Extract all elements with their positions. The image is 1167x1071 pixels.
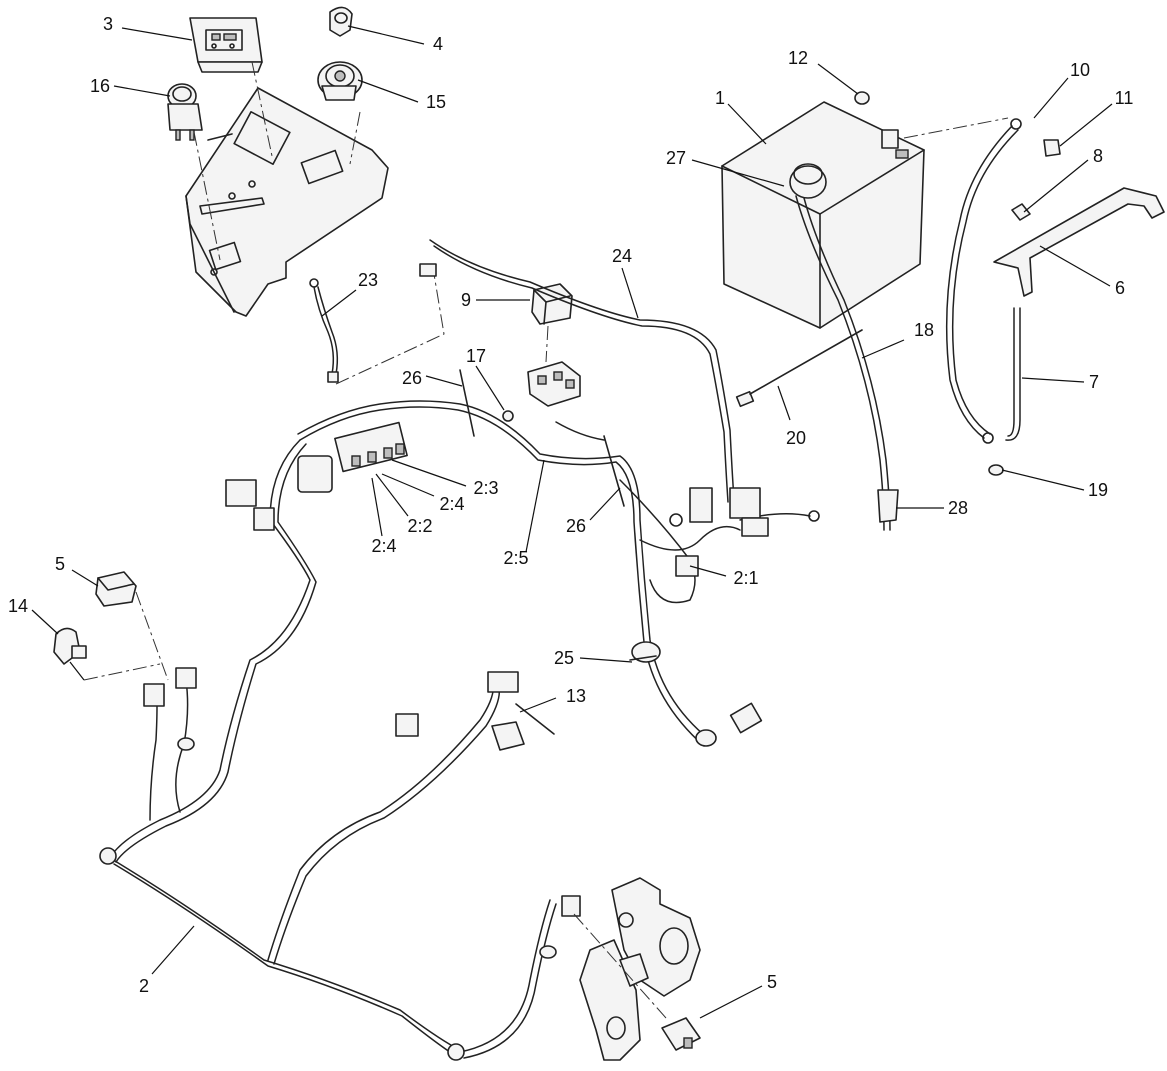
callout-1: 1: [715, 88, 725, 108]
callout-14: 14: [8, 596, 28, 616]
ignition-switch: [317, 61, 363, 101]
nut: [854, 91, 870, 105]
callout-2-3: 2:3: [473, 478, 498, 498]
brake-switch: [661, 1017, 701, 1051]
seat-switch: [491, 703, 555, 751]
callout-19: 19: [1088, 480, 1108, 500]
callout-2-4-b: 2:4: [439, 494, 464, 514]
callout-23: 23: [358, 270, 378, 290]
assembly-line: [69, 661, 85, 681]
main-wire-harness: [109, 239, 811, 1059]
battery-hold-down-bracket: [993, 187, 1165, 297]
callout-2: 2: [139, 976, 149, 996]
callout-3: 3: [103, 14, 113, 34]
relay: [95, 571, 137, 607]
assembly-line: [573, 913, 667, 1019]
callout-5-b: 5: [767, 972, 777, 992]
bolt: [1043, 139, 1061, 157]
callout-7: 7: [1089, 372, 1099, 392]
callout-2-4-a: 2:4: [371, 536, 396, 556]
assembly-line: [135, 591, 169, 681]
ignition-key: [329, 6, 353, 37]
assembly-line: [193, 131, 221, 261]
callout-6: 6: [1115, 278, 1125, 298]
control-panel-plate: [185, 87, 389, 317]
harness-connector: [143, 263, 820, 917]
callout-16: 16: [90, 76, 110, 96]
callout-2-1: 2:1: [733, 568, 758, 588]
jumper-wire: [309, 278, 339, 383]
callout-2-5: 2:5: [503, 548, 528, 568]
callout-11: 11: [1115, 88, 1134, 108]
callout-5-a: 5: [55, 554, 65, 574]
cable-tie: [459, 369, 625, 507]
callout-13: 13: [566, 686, 586, 706]
harness-clip: [99, 641, 717, 1061]
assembly-line: [335, 261, 445, 385]
assembly-line: [349, 111, 361, 165]
relay: [531, 283, 573, 325]
callout-17: 17: [466, 346, 486, 366]
hour-meter: [189, 17, 263, 73]
callout-8: 8: [1093, 146, 1103, 166]
brake-pedal-bracket: [579, 877, 701, 1061]
hold-down-rod: [1005, 307, 1021, 441]
callout-24: 24: [612, 246, 632, 266]
battery-terminal-cover: [789, 163, 827, 199]
callout-18: 18: [914, 320, 934, 340]
callout-4: 4: [433, 34, 443, 54]
assembly-line: [545, 325, 549, 363]
callout-10: 10: [1070, 60, 1090, 80]
callout-28: 28: [948, 498, 968, 518]
assembly-line: [83, 663, 161, 681]
battery-cable-positive: [945, 118, 1022, 444]
battery: [721, 101, 925, 329]
interlock-switch: [53, 627, 87, 665]
callout-labels: 3 4 16 15 1 12 10 11 27 8 24 6 23 9 18 1…: [8, 14, 1133, 996]
callout-26-b: 26: [566, 516, 586, 536]
callout-12: 12: [788, 48, 808, 68]
leader-lines: [31, 25, 1113, 1019]
cable-tie: [735, 329, 863, 408]
pto-switch: [167, 83, 203, 141]
assembly-line: [903, 117, 1009, 139]
assembly-line: [251, 61, 273, 157]
callout-9: 9: [461, 290, 471, 310]
callout-15: 15: [426, 92, 446, 112]
washer: [988, 464, 1004, 476]
wing-nut: [1011, 203, 1031, 221]
callout-27: 27: [666, 148, 686, 168]
callout-20: 20: [786, 428, 806, 448]
callout-25: 25: [554, 648, 574, 668]
fuse-block: [527, 361, 581, 407]
callout-2-2: 2:2: [407, 516, 432, 536]
screw: [502, 410, 514, 422]
battery-cable-negative: [795, 195, 899, 531]
callout-26-a: 26: [402, 368, 422, 388]
